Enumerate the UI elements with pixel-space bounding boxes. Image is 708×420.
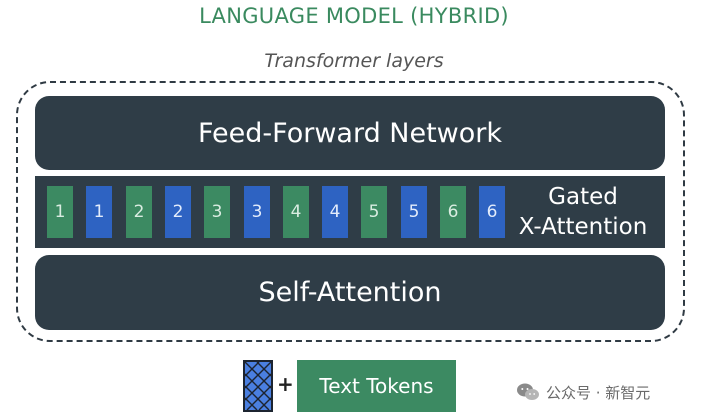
plus-sign: + [277,372,294,396]
diagram-subtitle: Transformer layers [264,50,444,72]
text-tokens-label: Text Tokens [319,374,434,398]
self-attention-label: Self-Attention [258,277,442,308]
feed-forward-network-panel: Feed-Forward Network [35,96,665,170]
xattn-block-blue-4: 4 [322,186,348,238]
image-token-icon [243,360,273,412]
xattn-block-green-3: 3 [204,186,230,238]
watermark: 公众号 · 新智元 [516,378,650,406]
xattn-block-green-6: 6 [440,186,466,238]
xattn-block-green-1: 1 [47,186,73,238]
self-attention-panel: Self-Attention [35,255,665,330]
gated-label-line2: X-Attention [518,214,648,240]
xattn-block-blue-2: 2 [165,186,191,238]
xattn-block-blue-6: 6 [479,186,505,238]
xattn-block-green-5: 5 [361,186,387,238]
feed-forward-network-label: Feed-Forward Network [197,117,503,149]
transformer-layers-frame [16,81,685,342]
xattn-block-green-4: 4 [283,186,309,238]
xattn-block-blue-1: 1 [86,186,112,238]
wechat-icon [517,383,539,400]
xattn-block-green-2: 2 [126,186,152,238]
watermark-text: 公众号 · 新智元 [546,383,651,402]
gated-cross-attention-label: Gated X-Attention [507,182,659,242]
xattn-block-blue-3: 3 [244,186,270,238]
gated-label-line1: Gated [548,184,618,210]
text-tokens-box: Text Tokens [297,360,456,412]
diagram-title: LANGUAGE MODEL (HYBRID) [199,4,509,28]
xattn-block-blue-5: 5 [401,186,427,238]
